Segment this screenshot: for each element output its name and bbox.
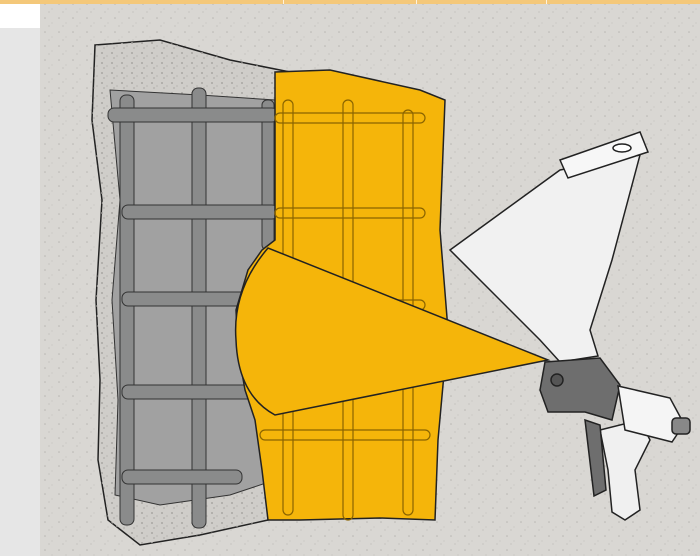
spray-filling-illustration bbox=[0, 0, 700, 556]
